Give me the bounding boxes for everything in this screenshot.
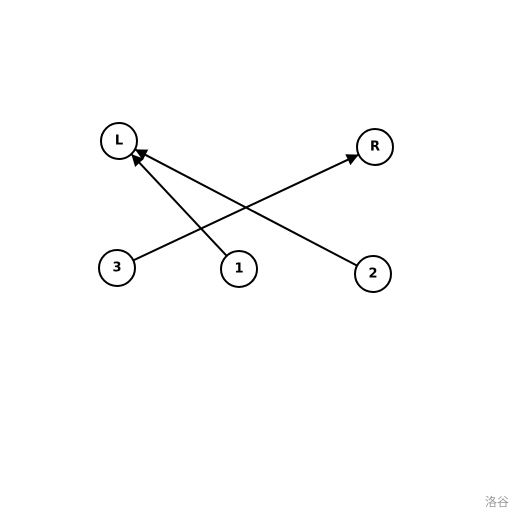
node-circle-3 xyxy=(98,249,136,287)
node-L: L xyxy=(100,122,138,160)
node-circle-1 xyxy=(220,250,258,288)
nodes: L R 3 1 2 xyxy=(98,122,394,293)
node-circle-L xyxy=(100,122,138,160)
node-circle-R xyxy=(356,128,394,166)
node-circle-2 xyxy=(354,255,392,293)
node-2: 2 xyxy=(354,255,392,293)
node-label-L: L xyxy=(115,134,123,149)
edges xyxy=(131,148,359,267)
watermark-text: 洛谷 xyxy=(484,495,509,509)
node-3: 3 xyxy=(98,249,136,287)
edge-1-to-L xyxy=(131,154,228,257)
node-label-2: 2 xyxy=(368,267,377,282)
node-label-3: 3 xyxy=(112,261,121,276)
node-label-1: 1 xyxy=(234,262,243,277)
node-label-R: R xyxy=(370,140,380,155)
node-R: R xyxy=(356,128,394,166)
node-1: 1 xyxy=(220,250,258,288)
edge-3-to-R xyxy=(132,154,359,262)
